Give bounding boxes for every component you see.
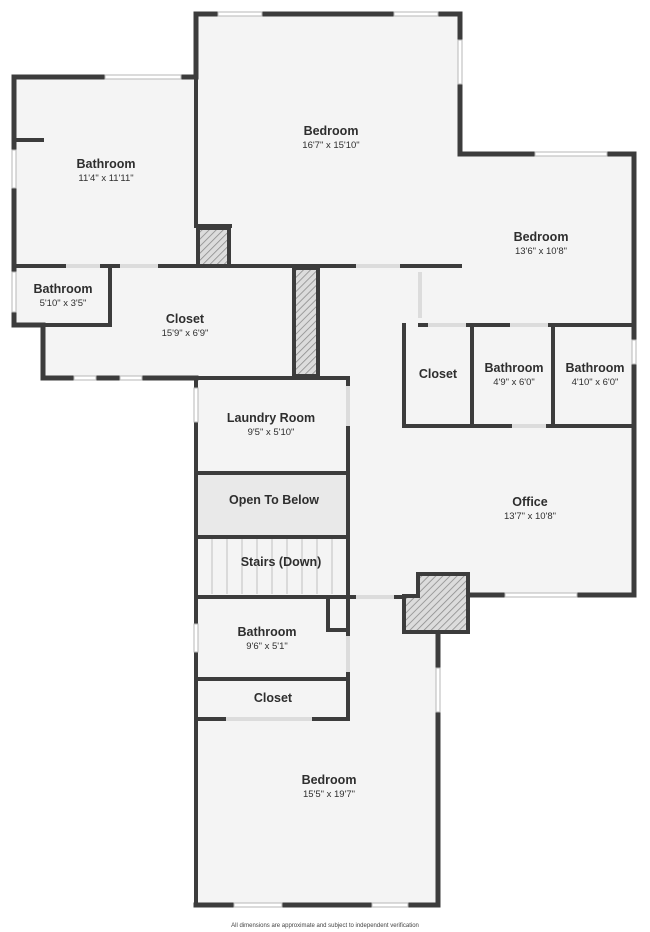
room-name-closet-left: Closet [166,312,205,326]
doorways [66,264,548,721]
room-name-closet-right: Closet [419,367,458,381]
room-dims-bathroom-lower: 9'6" x 5'1" [246,641,288,652]
room-name-open-below: Open To Below [229,493,319,507]
room-name-bathroom-left: Bathroom [76,157,135,171]
room-dims-bathroom-left: 11'4" x 11'11" [78,173,133,184]
windows [11,11,637,908]
room-name-laundry: Laundry Room [227,411,315,425]
room-name-bathroom-mid-a: Bathroom [484,361,543,375]
room-name-bathroom-mid-b: Bathroom [565,361,624,375]
floor-areas [14,14,634,905]
room-dims-bedroom-right: 13'6" x 10'8" [515,246,567,257]
room-name-stairs: Stairs (Down) [241,555,322,569]
room-name-closet-lower: Closet [254,691,293,705]
dimensions-disclaimer: All dimensions are approximate and subje… [231,923,419,929]
chimney-blocks [196,226,470,634]
room-dims-bedroom-top: 16'7" x 15'10" [302,140,359,151]
room-name-bathroom-lower: Bathroom [237,625,296,639]
room-name-bedroom-bottom: Bedroom [302,773,357,787]
room-dims-laundry: 9'5" x 5'10" [248,427,295,438]
room-labels: Bedroom 16'7" x 15'10" Bathroom 11'4" x … [33,124,624,800]
room-dims-office: 13'7" x 10'8" [504,511,556,522]
room-dims-closet-left: 15'9" x 6'9" [162,328,209,339]
room-dims-bathroom-small: 5'10" x 3'5" [40,298,87,309]
room-name-office: Office [512,495,547,509]
room-name-bedroom-top: Bedroom [304,124,359,138]
room-name-bathroom-small: Bathroom [33,282,92,296]
room-dims-bathroom-mid-b: 4'10" x 6'0" [572,377,619,388]
room-name-bedroom-right: Bedroom [514,230,569,244]
stairs-treads [211,538,333,594]
room-dims-bedroom-bottom: 15'5" x 19'7" [303,789,355,800]
room-dims-bathroom-mid-a: 4'9" x 6'0" [493,377,535,388]
